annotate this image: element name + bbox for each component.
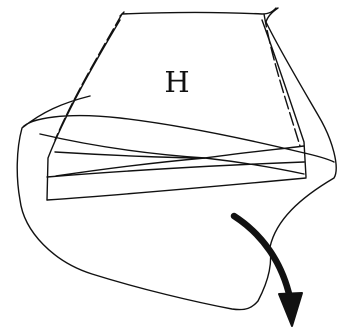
crossing-line-b [56, 146, 304, 176]
outer-shape [17, 8, 336, 310]
rotation-arrow-head [279, 293, 302, 326]
block-label: H [164, 65, 189, 99]
block-lower-band [47, 152, 306, 200]
rotation-arrow-shaft [234, 216, 290, 298]
